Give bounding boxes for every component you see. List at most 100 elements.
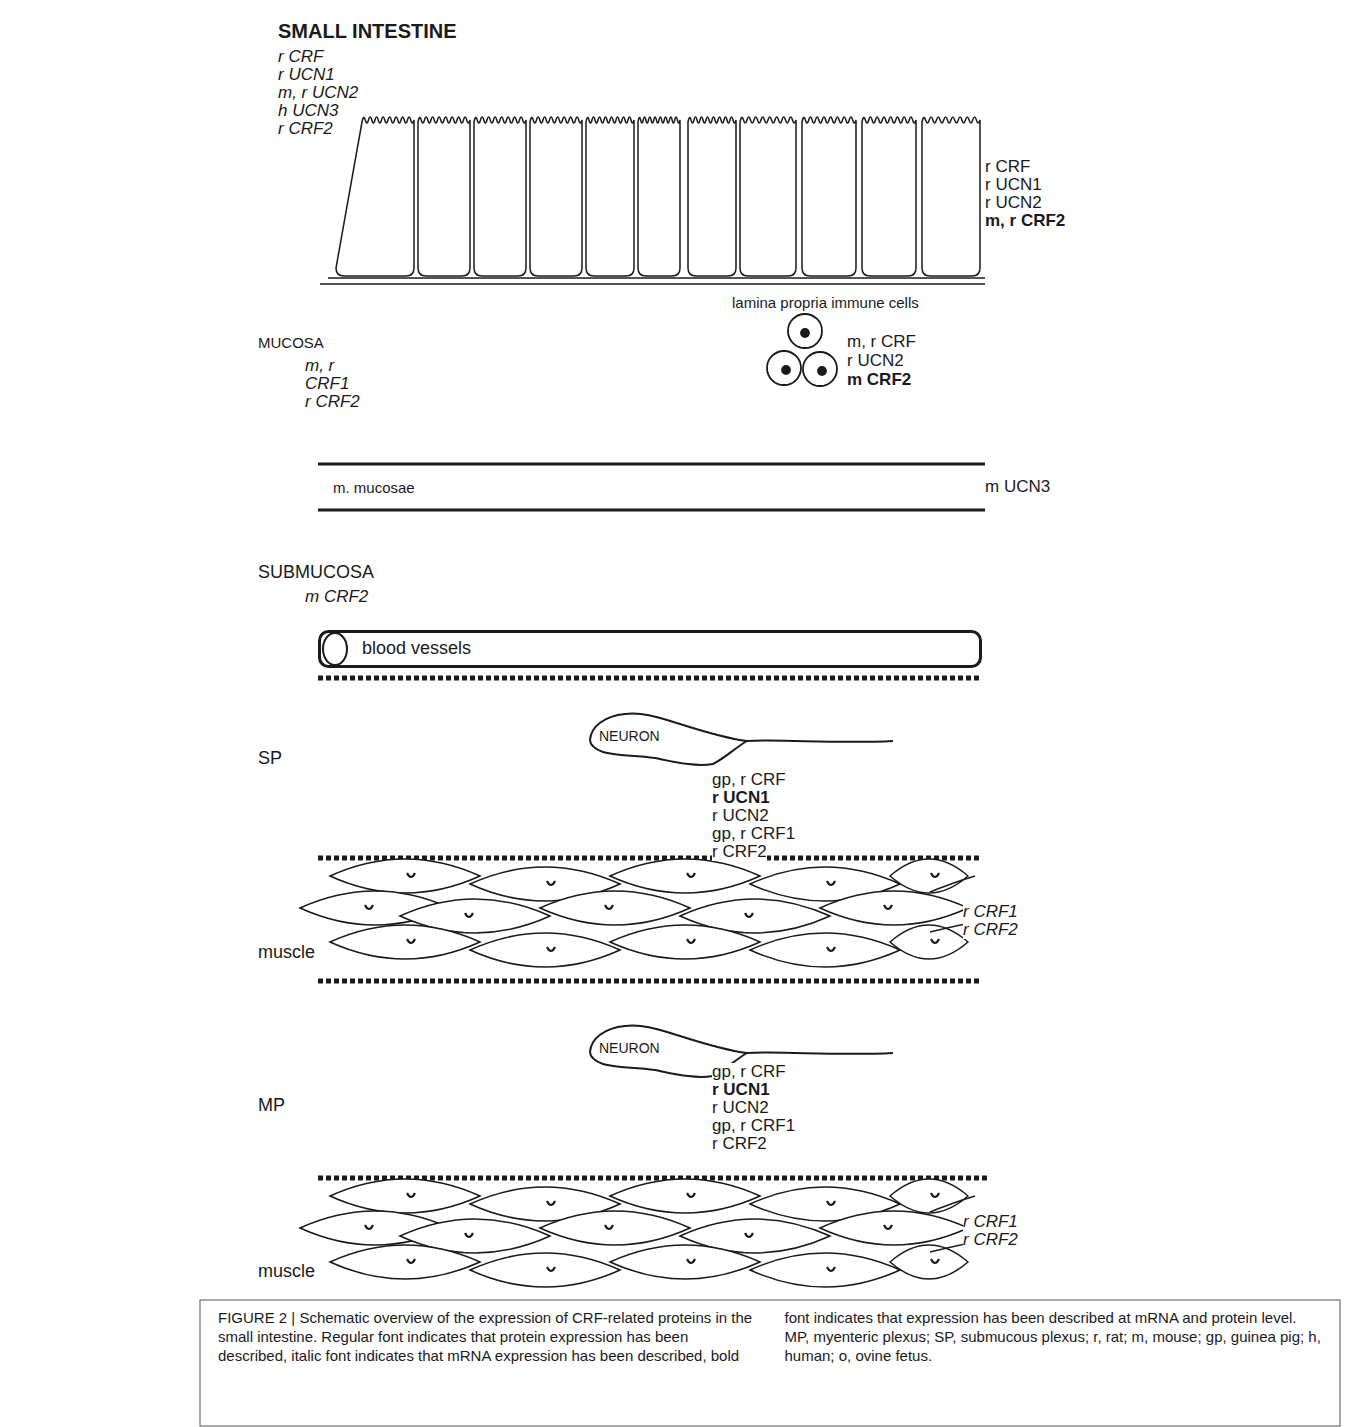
text-label: r CRF2 <box>712 1135 767 1153</box>
text-label: r CRF2 <box>712 843 767 861</box>
nucleus <box>407 939 415 943</box>
muscle-cell <box>470 933 620 967</box>
nucleus <box>931 873 939 877</box>
mrna-label: m CRF2 <box>305 588 368 606</box>
muscle-cell <box>820 891 968 925</box>
immune-cells <box>767 314 837 386</box>
nucleus <box>687 939 695 943</box>
neuron-shape: NEURON <box>585 712 895 768</box>
mrna-label: r CRF2 <box>963 1231 1018 1249</box>
text-label: m, r CRF <box>847 333 916 351</box>
muscle-cell <box>890 925 968 959</box>
mrna-protein-label: r UCN1 <box>712 1081 770 1099</box>
nucleus <box>884 1225 892 1229</box>
epithelial-cell <box>740 117 796 276</box>
caption-frame <box>200 1300 1340 1426</box>
muscle-cell <box>820 1211 968 1245</box>
text-label: SP <box>258 749 282 767</box>
mrna-label: r CRF <box>278 48 323 66</box>
mrna-label: r UCN1 <box>278 66 335 84</box>
nucleus <box>547 947 555 951</box>
text-label: r CRF <box>985 158 1030 176</box>
mrna-label: m, r <box>305 357 334 375</box>
nucleus <box>745 913 753 917</box>
nucleus <box>745 1233 753 1237</box>
muscle-cell <box>890 1179 968 1213</box>
mrna-label: r CRF2 <box>278 120 333 138</box>
text-label: gp, r CRF1 <box>712 1117 795 1135</box>
text-label: lamina propria immune cells <box>732 294 919 312</box>
muscle-cell <box>610 859 760 893</box>
nucleus <box>407 1259 415 1263</box>
muscle-cell <box>330 925 480 959</box>
mrna-label: h UCN3 <box>278 102 338 120</box>
blood-vessel: blood vessels <box>318 630 982 668</box>
cell-label: NEURON <box>585 712 895 744</box>
nucleus <box>687 1259 695 1263</box>
muscle-cell <box>540 891 690 925</box>
nucleus <box>605 905 613 909</box>
nucleus <box>884 905 892 909</box>
mrna-label: CRF1 <box>305 375 349 393</box>
muscle-cell <box>610 925 760 959</box>
muscle-cell <box>610 1179 760 1213</box>
mrna-label: r CRF2 <box>305 393 360 411</box>
figure-caption: FIGURE 2 | Schematic overview of the exp… <box>218 1308 1323 1365</box>
muscle-cell <box>890 1245 968 1279</box>
mrna-protein-label: m, r CRF2 <box>985 212 1065 230</box>
epithelial-cell <box>530 117 582 276</box>
nucleus <box>465 1233 473 1237</box>
text-label: gp, r CRF <box>712 1063 786 1081</box>
text-label: r UCN2 <box>985 194 1042 212</box>
nucleus <box>547 881 555 885</box>
muscle-cell <box>930 1196 975 1212</box>
text-label: r UCN2 <box>712 807 769 825</box>
text-label: MP <box>258 1096 285 1114</box>
muscle-cell <box>890 859 968 893</box>
figure-heading: SMALL INTESTINE <box>278 20 457 43</box>
muscle-layer <box>300 859 975 967</box>
text-label: r UCN1 <box>985 176 1042 194</box>
text-label: m. mucosae <box>333 479 415 497</box>
mrna-protein-label: r UCN1 <box>712 789 770 807</box>
text-label: SUBMUCOSA <box>258 563 374 581</box>
nucleus <box>465 913 473 917</box>
nucleus <box>931 1259 939 1263</box>
nucleus <box>407 1193 415 1197</box>
nucleus <box>827 947 835 951</box>
text-label: muscle <box>258 943 315 961</box>
text-label: m UCN3 <box>985 478 1050 496</box>
structure-label: blood vessels <box>318 630 982 658</box>
nucleus <box>827 1201 835 1205</box>
muscle-cell <box>330 1179 480 1213</box>
text-label: muscle <box>258 1262 315 1280</box>
nucleus <box>365 905 373 909</box>
nucleus <box>547 1201 555 1205</box>
epithelial-cell <box>474 117 526 276</box>
muscle-cell <box>330 1245 480 1279</box>
muscle-cell <box>610 1245 760 1279</box>
nucleus <box>687 1193 695 1197</box>
basement-membrane <box>320 283 985 285</box>
mrna-protein-label: m CRF2 <box>847 371 911 389</box>
mrna-label: r CRF2 <box>963 921 1018 939</box>
nucleus <box>605 1225 613 1229</box>
muscle-cell <box>540 1211 690 1245</box>
epithelial-cell <box>586 117 634 276</box>
mrna-label: r CRF1 <box>963 903 1018 921</box>
epithelial-cell <box>862 117 916 276</box>
muscle-cell <box>930 876 975 892</box>
epithelial-cell <box>336 117 414 276</box>
text-label: MUCOSA <box>258 334 324 352</box>
nucleus <box>365 1225 373 1229</box>
nucleus <box>547 1267 555 1271</box>
text-label: gp, r CRF1 <box>712 825 795 843</box>
text-label: gp, r CRF <box>712 771 786 789</box>
nucleus <box>827 1267 835 1271</box>
epithelial-cell <box>688 117 736 276</box>
text-label: r UCN2 <box>847 352 904 370</box>
epithelial-cell <box>638 117 680 276</box>
muscularis-mucosae <box>318 509 985 512</box>
nucleus <box>687 873 695 877</box>
